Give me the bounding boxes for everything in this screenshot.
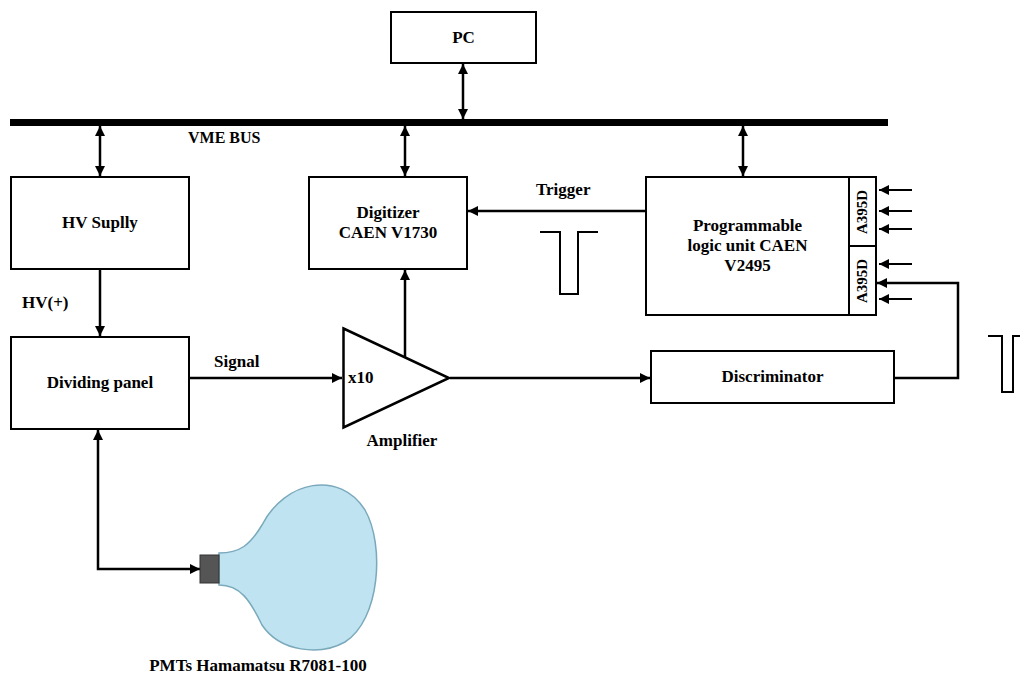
- connector: [404, 126, 407, 176]
- pmt-tube: PMTs Hamamatsu R7081-100: [200, 470, 385, 665]
- connector: [742, 126, 745, 176]
- connector: [99, 270, 102, 336]
- node-label: HV Suplly: [62, 213, 138, 233]
- text-holder: A395D: [850, 247, 875, 314]
- node-label: Discriminator: [722, 367, 824, 387]
- input-arrow: [879, 210, 912, 212]
- pulse-symbol: [988, 336, 1020, 392]
- hv-supply-box: HV Suplly: [10, 176, 190, 270]
- input-arrow: [879, 263, 912, 265]
- node-label: A395D: [853, 189, 873, 233]
- pmt-bulb: [219, 485, 377, 650]
- node-label: VME BUS: [188, 128, 260, 148]
- text-holder: x10Amplifier: [342, 327, 450, 429]
- text-holder: A395D: [850, 178, 875, 245]
- connector: [404, 270, 407, 357]
- logic-unit-box: Programmable logic unit CAEN V2495A395DA…: [645, 176, 877, 316]
- node-label: A395D: [853, 258, 873, 302]
- connector: [450, 377, 650, 380]
- text-holder: Programmable logic unit CAEN V2495: [647, 178, 848, 314]
- a395d-module: A395D: [848, 245, 877, 316]
- edge-label: Signal: [212, 352, 261, 372]
- text-holder: Discriminator: [652, 352, 893, 402]
- connector: [98, 430, 200, 569]
- node-label: PMTs Hamamatsu R7081-100: [138, 656, 378, 676]
- digitizer-box: Digitizer CAEN V1730: [308, 176, 468, 270]
- amplifier-triangle: x10Amplifier: [342, 327, 450, 429]
- input-arrow: [879, 298, 912, 300]
- pmt-base: [200, 555, 219, 583]
- text-holder: PC: [392, 13, 535, 62]
- vme-bus: VME BUS: [10, 119, 888, 126]
- amplifier-outline: [344, 329, 450, 428]
- connector: [99, 126, 102, 176]
- edge-label: HV(+): [20, 293, 71, 313]
- input-arrow: [879, 228, 912, 230]
- edge-label: Trigger: [534, 180, 592, 200]
- node-label: x10: [348, 368, 374, 388]
- discriminator-box: Discriminator: [650, 350, 895, 404]
- node-label: Programmable logic unit CAEN V2495: [687, 216, 809, 276]
- text-holder: VME BUS: [10, 119, 888, 126]
- a395d-module: A395D: [848, 176, 877, 247]
- pulse-symbol: [540, 232, 598, 294]
- node-label: Dividing panel: [47, 373, 153, 393]
- pmt-drawing: [200, 470, 385, 665]
- text-holder: PMTs Hamamatsu R7081-100: [200, 470, 385, 665]
- input-arrow: [879, 189, 912, 191]
- node-label: Digitizer CAEN V1730: [332, 203, 444, 243]
- text-holder: Digitizer CAEN V1730: [310, 178, 466, 268]
- connector: [462, 64, 465, 119]
- node-label: Amplifier: [342, 431, 462, 451]
- dividing-panel-box: Dividing panel: [10, 336, 190, 430]
- text-holder: HV Suplly: [12, 178, 188, 268]
- connector: [190, 377, 342, 380]
- connector: [468, 210, 645, 213]
- connector-layer: [98, 64, 958, 569]
- node-label: PC: [452, 28, 475, 48]
- text-holder: Dividing panel: [12, 338, 188, 428]
- computer-box: PC: [390, 11, 537, 64]
